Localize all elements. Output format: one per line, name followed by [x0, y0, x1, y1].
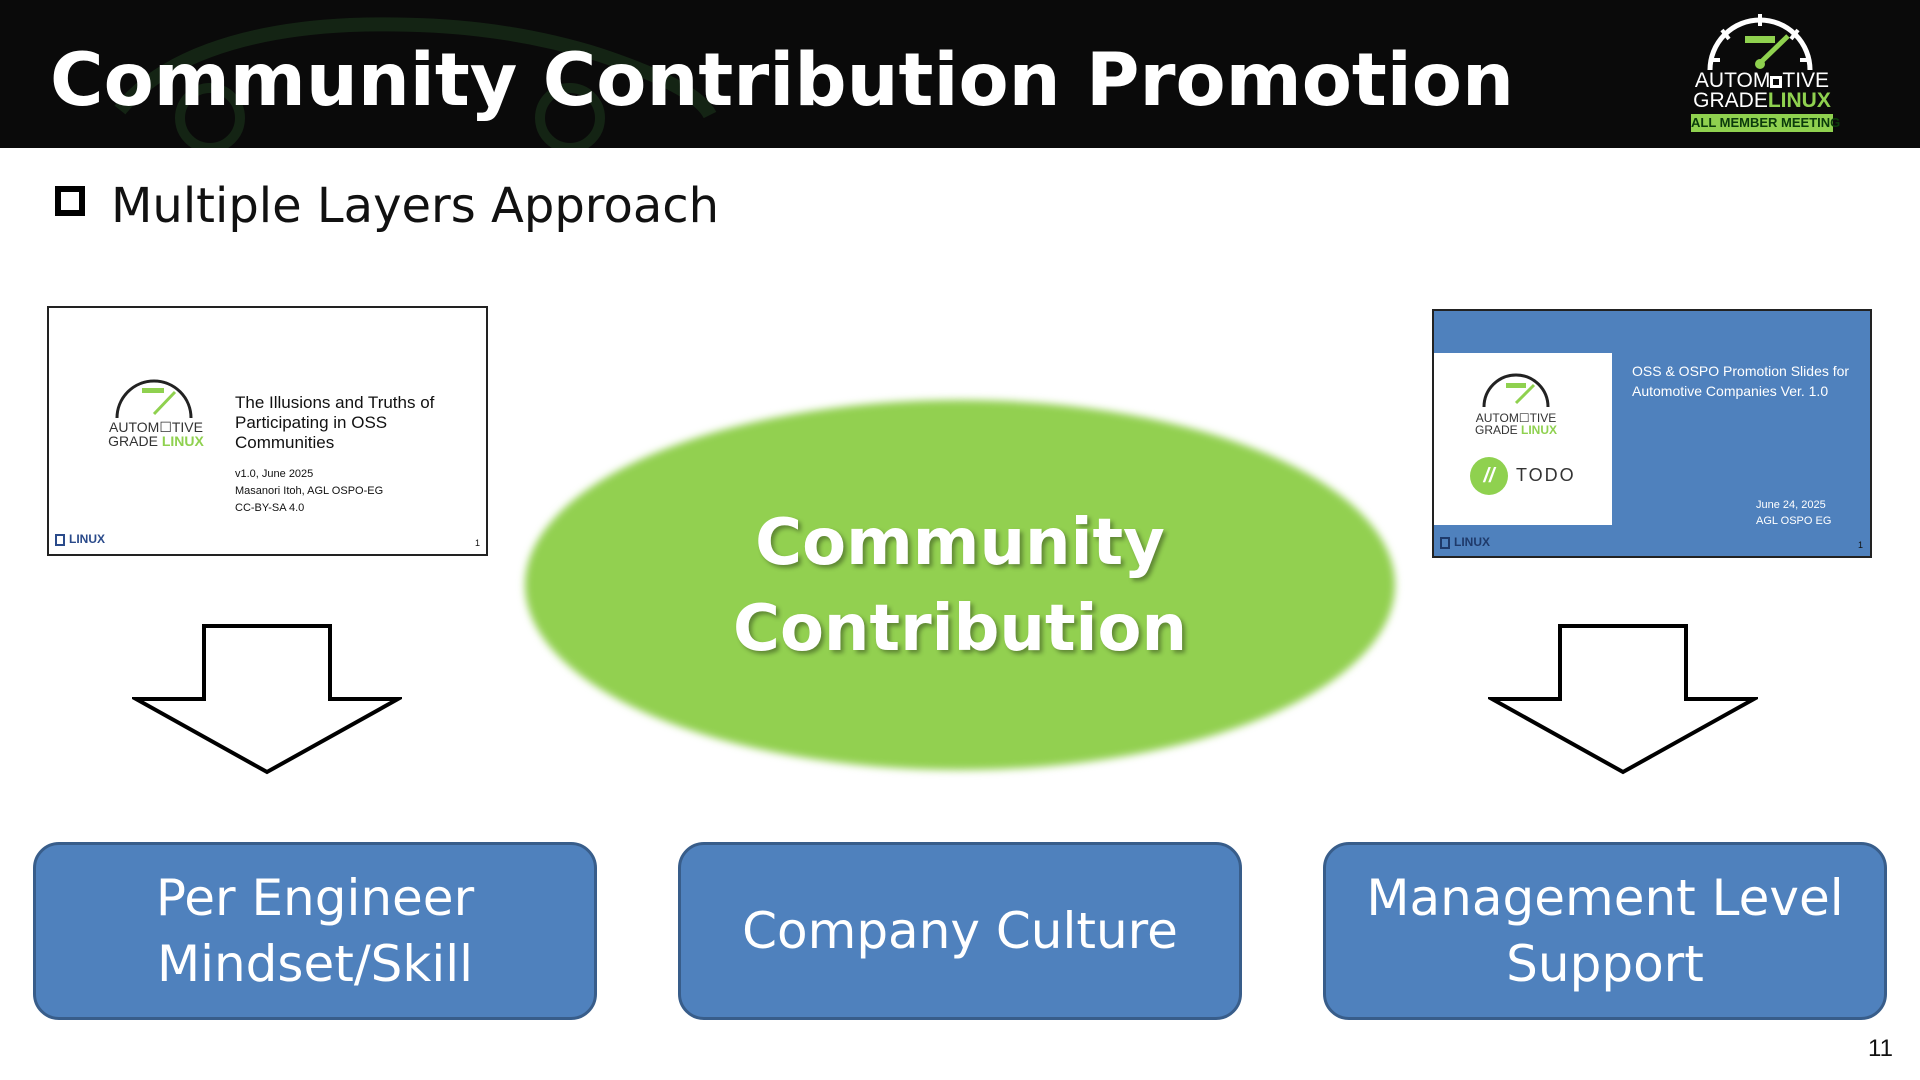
- slide-title: Community Contribution Promotion: [50, 38, 1514, 123]
- slide-page-number: 11: [1868, 1035, 1893, 1062]
- agl-wordmark-line1: AUTOM☐TIVE: [109, 419, 203, 435]
- speedometer-icon: [1482, 373, 1550, 408]
- thumbnail-page-number: 1: [475, 538, 481, 548]
- thumbnail-page-number: 1: [1858, 540, 1864, 550]
- down-arrow-icon: [1488, 624, 1758, 775]
- logo-wordmark-line2: GRADELINUX: [1693, 89, 1831, 112]
- slide-thumbnail-promotion: AUTOM☐TIVE GRADE LINUX // TODO OSS & OSP…: [1432, 309, 1872, 558]
- community-contribution-label: Community Contribution: [732, 506, 1188, 666]
- logo-badge: ALL MEMBER MEETING: [1691, 114, 1841, 132]
- bullet-square-icon: [55, 186, 85, 216]
- linux-foundation-label: LINUX: [69, 532, 105, 546]
- todo-label: TODO: [1516, 465, 1576, 485]
- linux-foundation-icon: [55, 534, 65, 546]
- linux-foundation-label: LINUX: [1454, 535, 1490, 549]
- community-contribution-ellipse: [525, 400, 1395, 770]
- thumbnail-title: OSS & OSPO Promotion Slides for Automoti…: [1632, 363, 1850, 399]
- car-silhouette-icon: [114, 17, 717, 148]
- speedometer-icon: [1707, 14, 1813, 71]
- thumbnail-meta: v1.0, June 2025 Masanori Itoh, AGL OSPO-…: [235, 468, 384, 514]
- thumbnail-meta: June 24, 2025 AGL OSPO EG: [1756, 499, 1832, 527]
- logo-square-icon: [1770, 76, 1783, 88]
- agl-wordmark-line1: AUTOM☐TIVE: [1475, 411, 1557, 425]
- agl-wordmark-line2: GRADE LINUX: [108, 433, 204, 449]
- down-arrow-icon: [132, 624, 402, 775]
- linux-foundation-icon: [1440, 537, 1450, 549]
- speedometer-icon: [115, 379, 193, 419]
- company-culture-box: Company Culture: [678, 842, 1242, 1020]
- bullet-text: Multiple Layers Approach: [111, 178, 720, 234]
- slide-thumbnail-illusions: AUTOM☐TIVE GRADE LINUX The Illusions and…: [47, 306, 488, 556]
- thumbnail-logo-panel: AUTOM☐TIVE GRADE LINUX // TODO: [1434, 353, 1612, 525]
- todo-logo-icon: //: [1470, 457, 1508, 495]
- title-bar: Community Contribution Promotion: [0, 0, 1920, 148]
- agl-wordmark-line2: GRADE LINUX: [1474, 423, 1557, 437]
- thumbnail-title: The Illusions and Truths of Participatin…: [235, 393, 435, 452]
